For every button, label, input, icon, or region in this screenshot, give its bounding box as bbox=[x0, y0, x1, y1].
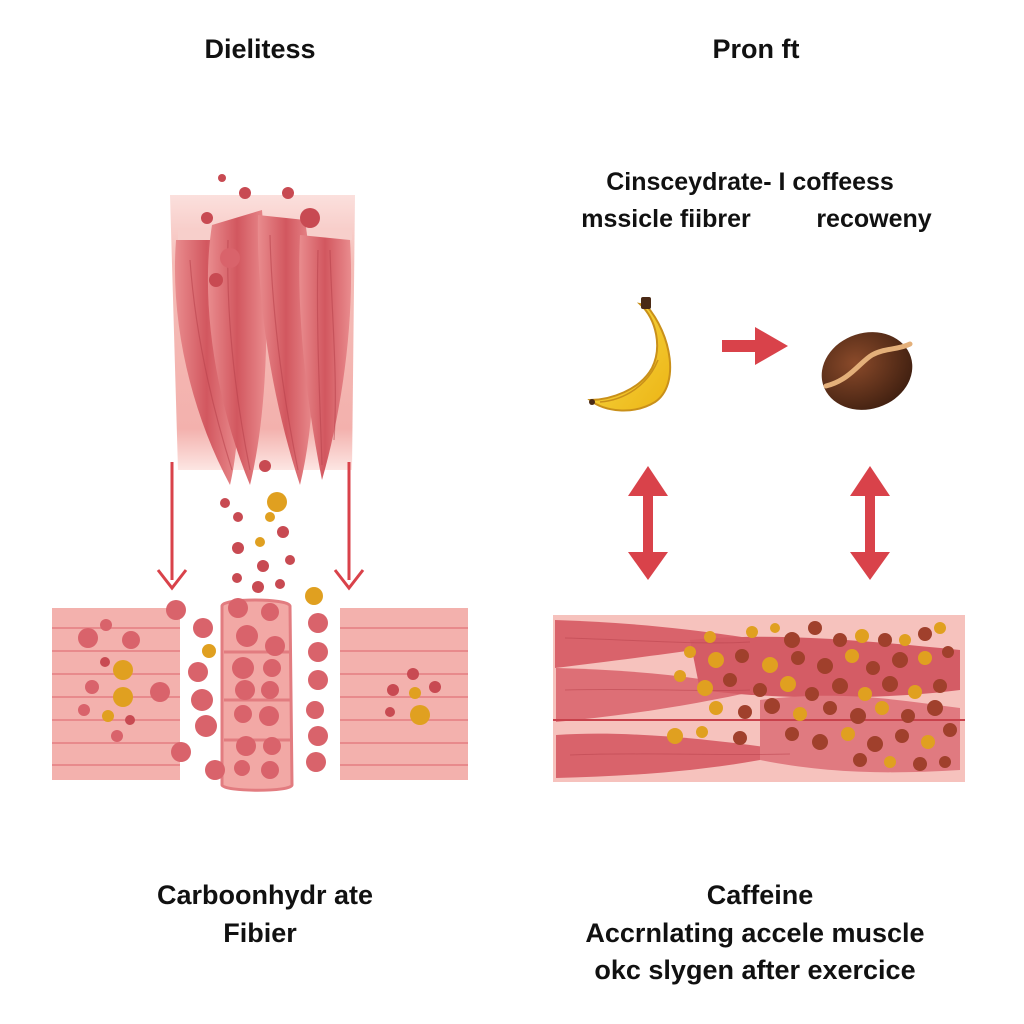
top-muscle-bundle bbox=[170, 195, 355, 485]
double-arrow-icon bbox=[628, 466, 668, 580]
right-caption-line3: okc slygen after exercice bbox=[594, 955, 916, 985]
right-subtitle-line2b: recoweny bbox=[816, 205, 932, 233]
left-title: Dielitess bbox=[204, 34, 316, 64]
right-subtitle-line1: Cinsceydrate- I coffeess bbox=[606, 168, 894, 196]
banana-icon bbox=[587, 297, 672, 412]
muscle-fiber bbox=[555, 620, 760, 668]
muscle-fiber bbox=[299, 235, 352, 480]
coffee-bean-icon bbox=[821, 332, 913, 410]
center-cell-column bbox=[166, 598, 328, 792]
right-arrow-icon bbox=[722, 327, 788, 365]
muscle-slab-right bbox=[340, 608, 468, 780]
falling-droplets bbox=[201, 174, 323, 605]
right-caption-line1: Caffeine bbox=[706, 880, 814, 910]
muscle-recovery-panel bbox=[553, 615, 965, 782]
down-arrow-left bbox=[156, 462, 188, 591]
left-caption-line1: Carboonhydr ate bbox=[156, 880, 374, 910]
right-caption-line2: Accrnlating accele muscle bbox=[585, 918, 925, 948]
muscle-slab-left bbox=[52, 608, 180, 780]
right-subtitle-line2a: mssicle fiibrer bbox=[581, 205, 751, 233]
right-title: Pron ft bbox=[712, 34, 800, 64]
double-arrow-icon bbox=[850, 466, 890, 580]
left-caption-line2: Fibier bbox=[223, 918, 297, 948]
down-arrow-right bbox=[333, 462, 365, 591]
